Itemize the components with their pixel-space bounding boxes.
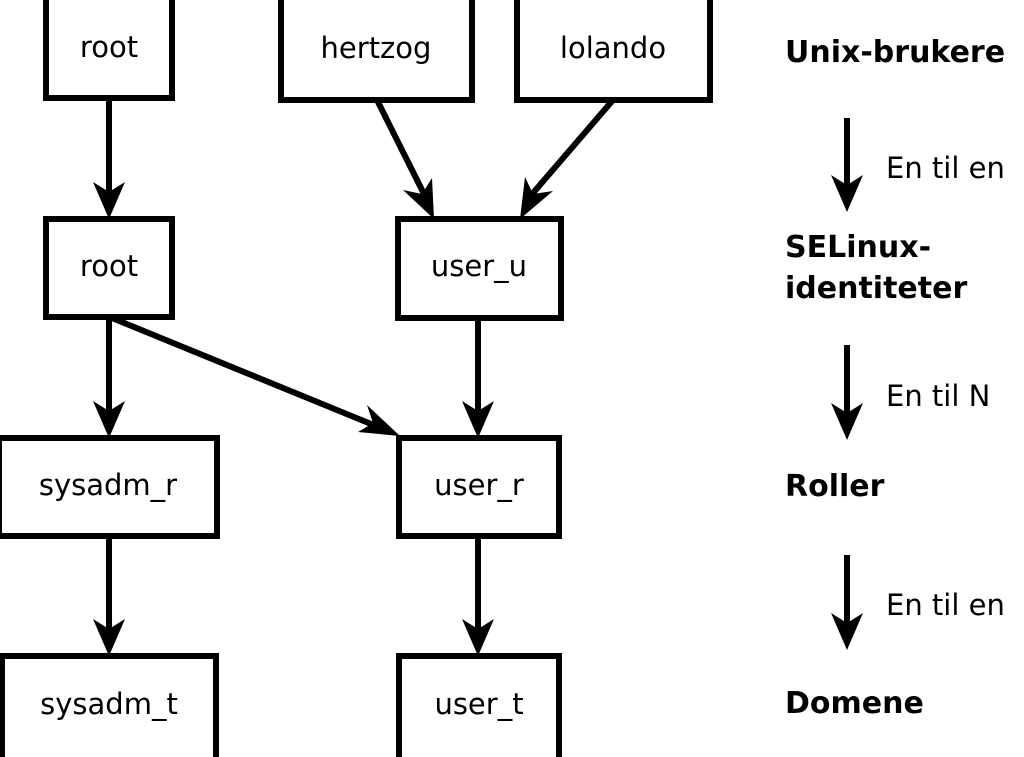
node-label: hertzog — [321, 31, 432, 65]
node-role-user-r[interactable]: user_r — [396, 435, 562, 539]
legend-tier-roller: Roller — [785, 469, 885, 504]
node-unix-root[interactable]: root — [43, 0, 175, 101]
node-role-sysadm-r[interactable]: sysadm_r — [0, 435, 220, 539]
legend-tier-selinux-identiteter-line2: identiteter — [785, 271, 967, 306]
node-domain-sysadm-t[interactable]: sysadm_t — [0, 653, 219, 757]
node-label: sysadm_t — [40, 687, 178, 721]
node-label: lolando — [560, 31, 666, 65]
legend-relation-identitet-to-rolle: En til N — [886, 379, 990, 413]
node-domain-user-t[interactable]: user_t — [396, 653, 562, 757]
edge-id-root-to-role-user — [110, 315, 400, 436]
node-unix-hertzog[interactable]: hertzog — [278, 0, 475, 103]
edge-id-root-to-role-sysadm — [93, 317, 125, 438]
edge-role-sysadm-to-dom-sysadm — [93, 536, 125, 656]
legend-arrow-unix-to-identitet — [831, 118, 863, 212]
node-label: user_u — [431, 249, 527, 283]
legend-relation-rolle-to-domene: En til en — [886, 588, 1005, 622]
node-label: user_t — [434, 687, 523, 721]
edge-unix-lolando-to-id-user-u — [520, 98, 616, 219]
node-label: root — [80, 30, 138, 64]
node-identity-user-u[interactable]: user_u — [395, 216, 564, 321]
node-label: user_r — [434, 468, 524, 502]
legend-tier-domene: Domene — [785, 686, 924, 721]
edge-unix-hertzog-to-id-user-u — [374, 98, 434, 219]
legend-arrow-identitet-to-rolle — [831, 345, 863, 440]
edge-unix-root-to-id-root — [93, 98, 125, 219]
edge-id-user-u-to-role-user — [462, 317, 494, 438]
edge-role-user-to-dom-user — [462, 536, 494, 656]
legend-relation-unix-to-identitet: En til en — [886, 151, 1005, 185]
legend-tier-selinux-identiteter-line1: SELinux- — [785, 230, 931, 265]
node-identity-root[interactable]: root — [43, 216, 175, 320]
node-unix-lolando[interactable]: lolando — [514, 0, 713, 103]
legend-arrow-rolle-to-domene — [831, 555, 863, 650]
legend-tier-unix-brukere: Unix-brukere — [785, 35, 1005, 70]
node-label: root — [80, 249, 138, 283]
node-label: sysadm_r — [39, 468, 177, 502]
